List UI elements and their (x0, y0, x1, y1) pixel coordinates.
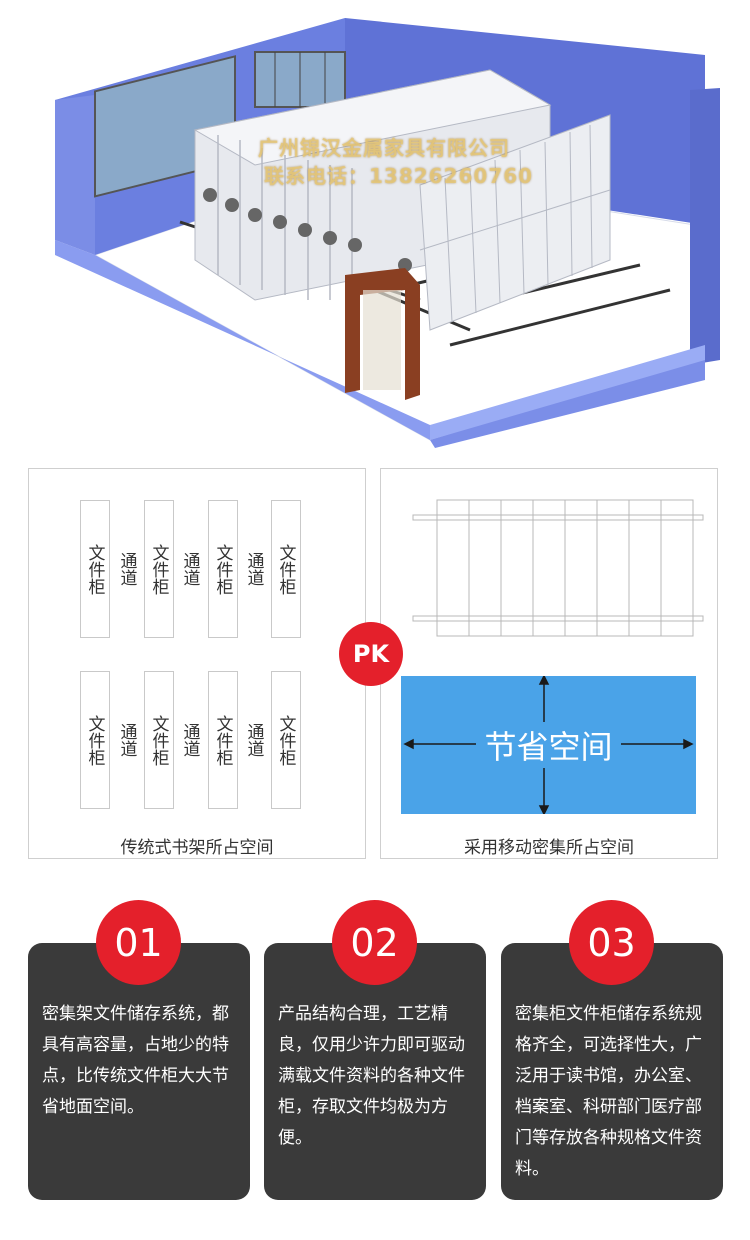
file-cabinet: 文件柜 (144, 500, 174, 638)
feature-card-3: 密集柜文件柜储存系统规格齐全，可选择性大，广泛用于读书馆，办公室、档案室、科研部… (501, 943, 723, 1200)
file-cabinet: 文件柜 (80, 500, 110, 638)
file-cabinet: 文件柜 (144, 671, 174, 809)
aisle: 通道 (116, 552, 137, 586)
aisle: 通道 (179, 552, 200, 586)
hero-illustration: 广州锦汉金属家具有限公司 联系电话：13826260760 (0, 0, 750, 455)
traditional-caption: 传统式书架所占空间 (120, 838, 274, 858)
watermark-phone: 联系电话：13826260760 (264, 164, 534, 188)
file-cabinet: 文件柜 (208, 500, 238, 638)
aisle: 通道 (116, 723, 137, 757)
file-cabinet: 文件柜 (80, 671, 110, 809)
file-cabinet: 文件柜 (271, 671, 301, 809)
file-cabinet: 文件柜 (271, 500, 301, 638)
mobile-shelving-room-image (55, 18, 720, 448)
traditional-layout-panel: 文件柜 通道 文件柜 通道 文件柜 通道 文件柜 文件柜 通道 文件柜 通道 文… (28, 468, 366, 859)
pk-badge: PK (339, 622, 403, 686)
aisle: 通道 (243, 723, 264, 757)
aisle: 通道 (179, 723, 200, 757)
feature-card-1: 密集架文件储存系统，都具有高容量，占地少的特点，比传统文件柜大大节省地面空间。 (28, 943, 250, 1200)
aisle: 通道 (243, 552, 264, 586)
saved-space-label: 节省空间 (476, 722, 621, 768)
feature-text: 密集柜文件柜储存系统规格齐全，可选择性大，广泛用于读书馆，办公室、档案室、科研部… (515, 1004, 702, 1179)
mobile-caption: 采用移动密集所占空间 (464, 838, 634, 858)
saved-space-box: 节省空间 (401, 676, 696, 814)
watermark-company: 广州锦汉金属家具有限公司 (258, 136, 510, 160)
feature-number-badge: 02 (332, 900, 417, 985)
mobile-shelving-diagram (412, 499, 704, 637)
feature-number-badge: 03 (569, 900, 654, 985)
feature-card-2: 产品结构合理，工艺精良，仅用少许力即可驱动满载文件资料的各种文件柜，存取文件均极… (264, 943, 486, 1200)
feature-number-badge: 01 (96, 900, 181, 985)
feature-text: 密集架文件储存系统，都具有高容量，占地少的特点，比传统文件柜大大节省地面空间。 (42, 1004, 229, 1117)
feature-text: 产品结构合理，工艺精良，仅用少许力即可驱动满载文件资料的各种文件柜，存取文件均极… (278, 1004, 465, 1148)
file-cabinet: 文件柜 (208, 671, 238, 809)
